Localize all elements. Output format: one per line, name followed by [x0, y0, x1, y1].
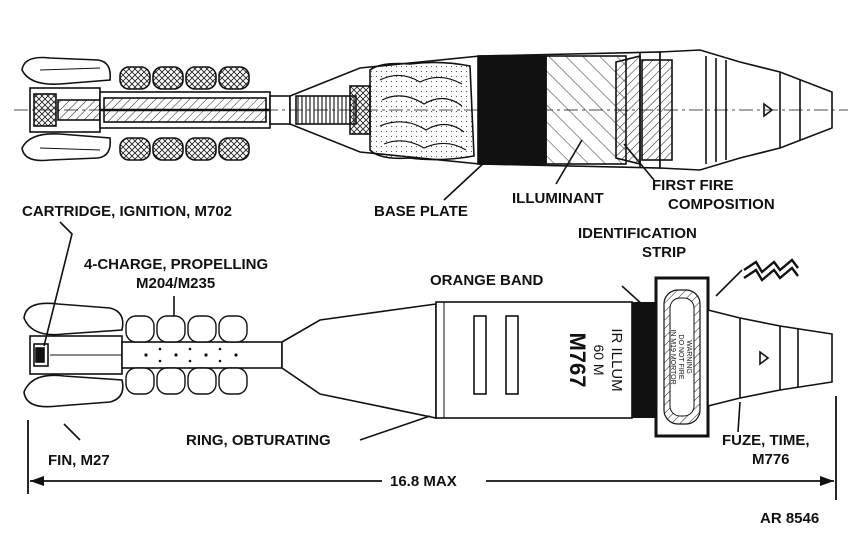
marking-line2: 60 M — [591, 344, 607, 375]
label-overall-length: 16.8 MAX — [390, 473, 457, 490]
warning-line1: WARNING — [685, 340, 692, 374]
dimension-line — [27, 396, 837, 500]
propelling-charges — [125, 315, 248, 395]
label-first-fire-2: COMPOSITION — [668, 196, 775, 213]
fin-blades-top — [21, 56, 112, 162]
figure-reference: AR 8546 — [760, 510, 820, 527]
label-identification-2: STRIP — [642, 244, 687, 261]
marking-line1: IR ILLUM — [608, 328, 625, 391]
warning-line3: IN M19 MORTOR — [669, 329, 676, 384]
body-marking: IR ILLUM 60 M M767 — [565, 328, 625, 391]
warning-plate: WARNING DO NOT FIRE IN M19 MORTOR — [669, 329, 692, 384]
label-fuze-1: FUZE, TIME, — [722, 432, 810, 449]
label-fuze-2: M776 — [752, 451, 790, 468]
leader-lines-top — [443, 139, 655, 201]
label-orange-band: ORANGE BAND — [430, 272, 544, 289]
label-first-fire-1: FIRST FIRE — [652, 177, 734, 194]
exterior-view — [23, 258, 833, 438]
warning-line2: DO NOT FIRE — [677, 335, 684, 380]
label-cartridge-ignition: CARTRIDGE, IGNITION, M702 — [22, 203, 233, 220]
propelling-charges-top — [119, 66, 250, 161]
cutaway-view — [14, 49, 848, 201]
marking-model: M767 — [565, 332, 590, 387]
label-identification-1: IDENTIFICATION — [578, 225, 697, 242]
label-illuminant: ILLUMINANT — [512, 190, 604, 207]
label-propelling-charge-2: M204/M235 — [136, 275, 216, 292]
label-propelling-charge-1: 4-CHARGE, PROPELLING — [84, 256, 269, 273]
label-obturating-ring: RING, OBTURATING — [186, 432, 331, 449]
label-fin: FIN, M27 — [48, 452, 110, 469]
leader-lines-bottom — [43, 221, 743, 441]
label-base-plate: BASE PLATE — [374, 203, 468, 220]
vent-holes — [144, 347, 238, 363]
